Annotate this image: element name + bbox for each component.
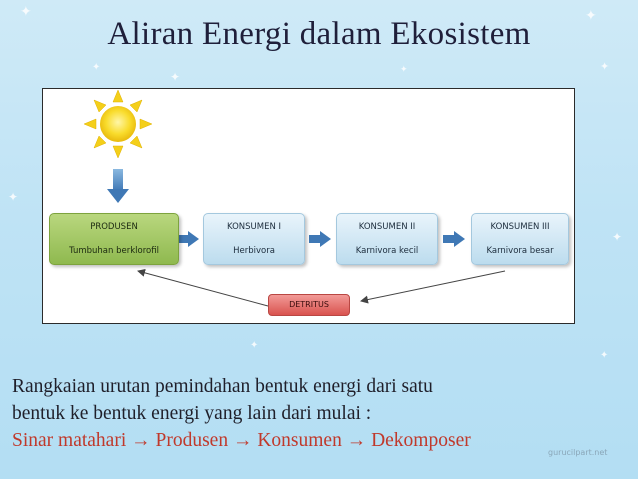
sparkle-decoration: ✦ — [612, 230, 623, 244]
detritus-box: DETRITUS — [268, 294, 350, 316]
produsen-label: PRODUSEN — [90, 222, 138, 232]
arrow-right-icon — [309, 231, 331, 247]
konsumen-3-label: KONSUMEN III — [490, 222, 550, 232]
sparkle-decoration: ✦ — [250, 340, 259, 351]
page-title: Aliran Energi dalam Ekosistem — [107, 16, 531, 52]
konsumen-2-label: KONSUMEN II — [358, 222, 416, 232]
caption-line-1: Rangkaian urutan pemindahan bentuk energ… — [12, 376, 433, 397]
caption-line-3: Sinar matahari → Produsen → Konsumen → D… — [12, 430, 471, 451]
caption: Rangkaian urutan pemindahan bentuk energ… — [12, 373, 632, 454]
sparkle-decoration: ✦ — [585, 8, 597, 24]
energy-flow-diagram: PRODUSEN Tumbuhan berklorofil KONSUMEN I… — [42, 88, 575, 324]
konsumen-to-detritus-arrow — [360, 270, 506, 304]
konsumen-1-label: KONSUMEN I — [226, 222, 282, 232]
sparkle-decoration: ✦ — [92, 62, 101, 73]
produsen-sub: Tumbuhan berklorofil — [69, 246, 159, 256]
konsumen-2-sub: Karnivora kecil — [355, 246, 419, 256]
sparkle-decoration: ✦ — [8, 190, 19, 204]
arrow-down-icon — [107, 169, 129, 203]
sparkle-decoration: ✦ — [170, 70, 181, 84]
sparkle-decoration: ✦ — [20, 4, 32, 20]
sun-icon — [83, 89, 153, 159]
arrow-right-icon — [443, 231, 465, 247]
diagram-graphics — [83, 89, 506, 307]
konsumen-3-box: KONSUMEN III Karnivora besar — [471, 213, 569, 265]
konsumen-1-box: KONSUMEN I Herbivora — [203, 213, 305, 265]
watermark: gurucilpart.net — [548, 448, 608, 457]
sparkle-decoration: ✦ — [600, 350, 609, 361]
konsumen-3-sub: Karnivora besar — [486, 246, 554, 256]
sparkle-decoration: ✦ — [600, 60, 610, 73]
produsen-box: PRODUSEN Tumbuhan berklorofil — [49, 213, 179, 265]
konsumen-2-box: KONSUMEN II Karnivora kecil — [336, 213, 438, 265]
caption-line-2: bentuk ke bentuk energi yang lain dari m… — [12, 403, 372, 424]
detritus-to-produsen-arrow — [137, 268, 269, 307]
sparkle-decoration: ✦ — [400, 65, 408, 75]
arrow-right-icon — [177, 231, 199, 247]
konsumen-1-sub: Herbivora — [233, 246, 275, 256]
